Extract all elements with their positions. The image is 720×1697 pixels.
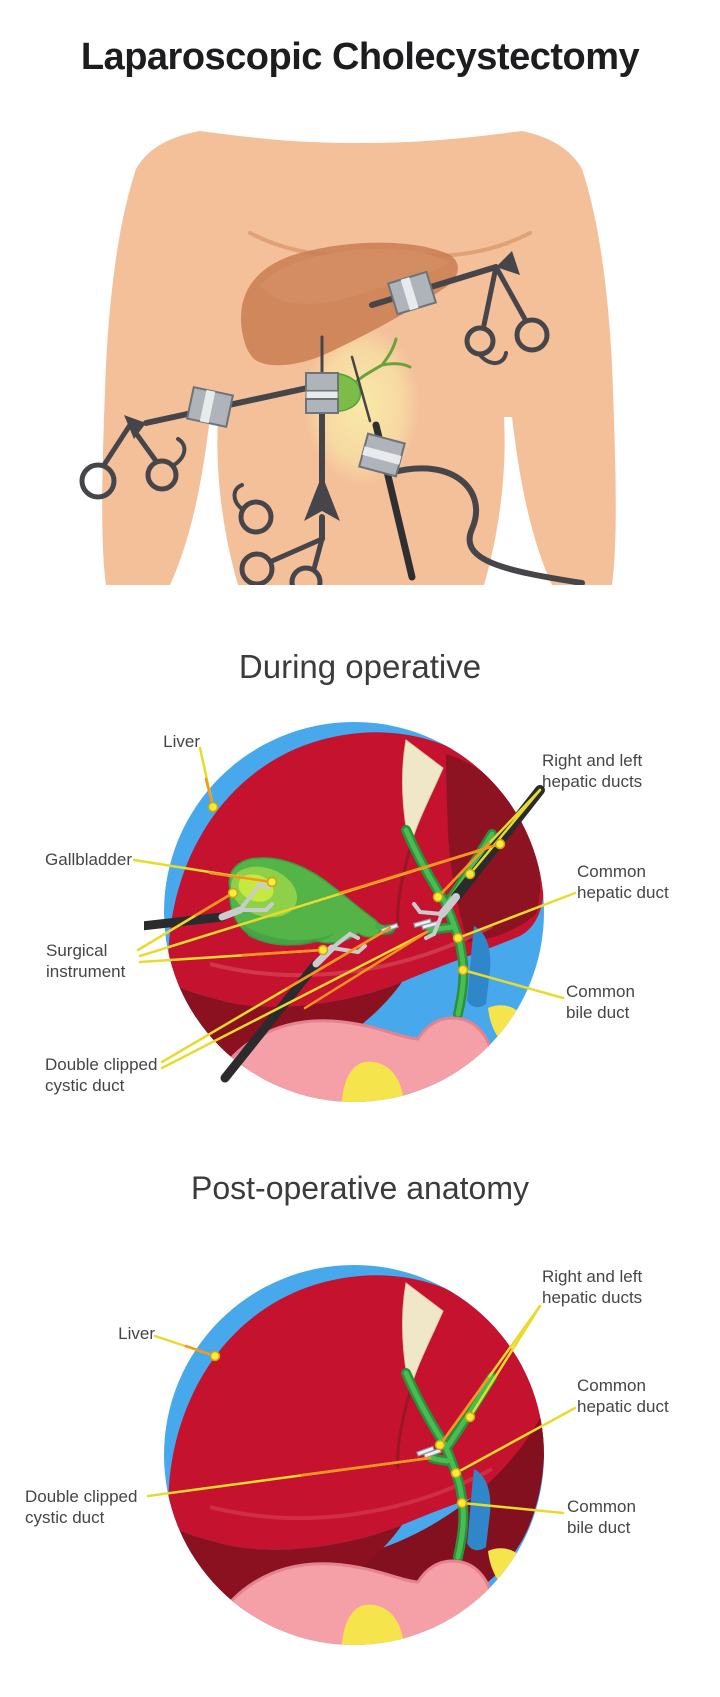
label-during-common-bile: Common bile duct <box>566 982 635 1023</box>
post-heading: Post-operative anatomy <box>191 1170 529 1206</box>
cystic-duct-clips <box>416 1445 442 1459</box>
during-heading: During operative <box>238 648 482 685</box>
left-arm-gap <box>170 417 238 585</box>
label-during-liver: Liver <box>163 732 200 751</box>
pancreas-inner <box>341 1604 405 1645</box>
pancreas-patch <box>488 1005 526 1048</box>
duodenum-rim <box>204 1559 496 1644</box>
during-operative-diagram <box>144 722 545 1102</box>
page-title: Laparoscopic Cholecystectomy <box>80 36 640 78</box>
pancreas-patch <box>488 1548 526 1591</box>
trocar-camera <box>358 432 406 478</box>
label-during-double-clipped: Double clipped cystic duct <box>45 1055 158 1096</box>
torso-liver-highlight <box>260 248 448 304</box>
torso-illustration <box>79 131 616 585</box>
label-post-double-clipped: Double clipped cystic duct <box>25 1487 138 1528</box>
pancreas-inner <box>341 1061 405 1102</box>
label-post-liver: Liver <box>118 1324 155 1343</box>
label-post-common-bile: Common bile duct <box>567 1497 636 1538</box>
label-during-gallbladder: Gallbladder <box>45 850 132 869</box>
instrument-center <box>239 335 340 585</box>
trocar-center <box>305 372 339 414</box>
post-operative-diagram <box>164 1265 544 1645</box>
camera-light-cable <box>387 465 585 585</box>
instrument-extra-handle <box>232 483 274 535</box>
trocar-left <box>185 386 235 428</box>
label-during-common-hepatic: Common hepatic duct <box>577 862 669 903</box>
label-during-surgical-instrument: Surgical instrument <box>46 941 126 982</box>
label-post-common-hepatic: Common hepatic duct <box>577 1376 669 1417</box>
right-arm-gap <box>484 417 552 585</box>
label-post-right-left-hepatic: Right and left hepatic ducts <box>542 1267 643 1308</box>
trocar-upper-right <box>386 270 438 316</box>
label-during-right-left-hepatic: Right and left hepatic ducts <box>542 751 643 792</box>
